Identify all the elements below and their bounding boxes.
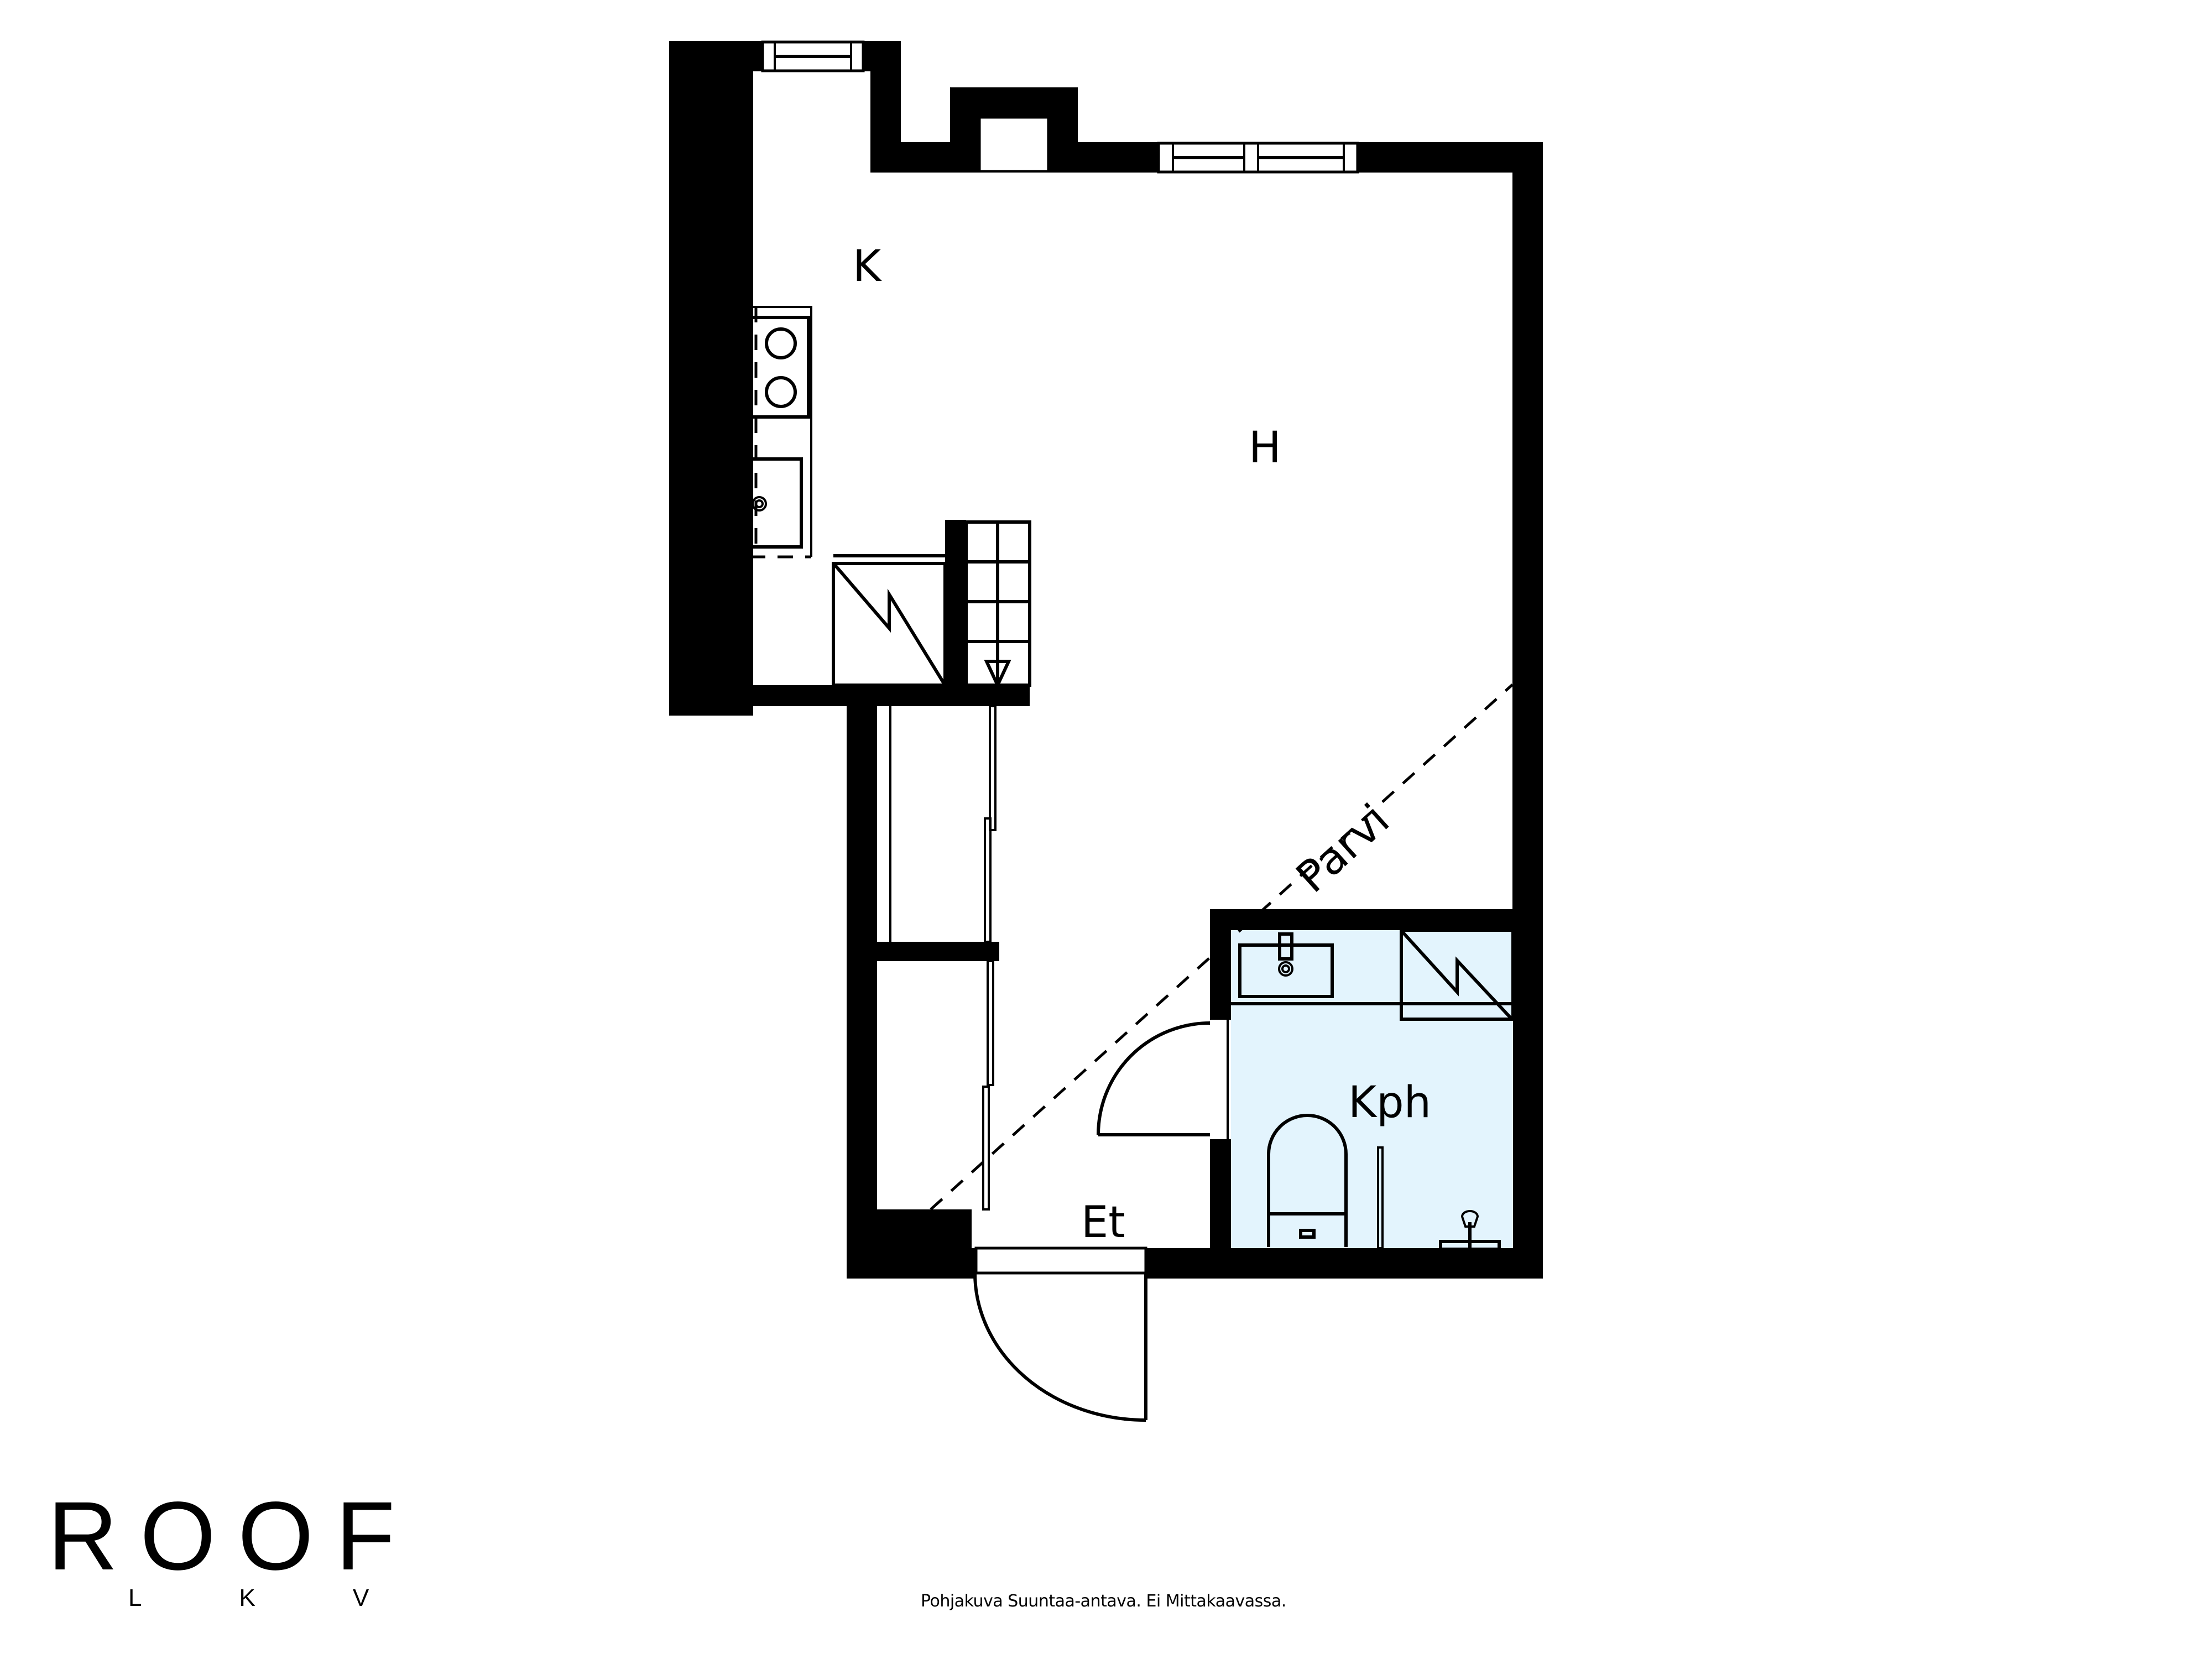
brand-logo: ROOF	[48, 1482, 418, 1590]
bathroom-door[interactable]	[1097, 1020, 1229, 1139]
fridge-icon	[832, 554, 947, 687]
room-label-bathroom: Kph	[1348, 1078, 1431, 1128]
stairs-icon	[964, 520, 1031, 690]
room-label-kitchen: K	[853, 242, 882, 291]
shower-screen	[1377, 1146, 1384, 1249]
loft-label: Parvi	[1287, 795, 1399, 902]
disclaimer-note: Pohjakuva Suuntaa-antava. Ei Mittakaavas…	[921, 1592, 1286, 1611]
entrance-door[interactable]	[973, 1246, 1147, 1422]
room-label-entrance: Et	[1081, 1198, 1125, 1248]
stove-icon	[701, 316, 810, 419]
kitchen-counter	[700, 306, 812, 559]
bathroom-floor	[1231, 930, 1513, 1248]
kitchen-sink-icon	[706, 457, 803, 549]
toilet-icon	[1267, 1114, 1348, 1247]
room-label-living-room: H	[1249, 423, 1281, 473]
brand-logo-subtitle: LKV	[128, 1584, 467, 1611]
bathroom-heater-icon	[1400, 928, 1515, 1021]
bathroom-sink-icon	[1231, 932, 1513, 1005]
loft-outline	[930, 684, 1514, 1211]
shower-faucet-icon	[1439, 1210, 1501, 1251]
window-kitchen	[761, 40, 865, 72]
walls	[669, 41, 1543, 1279]
closet-doors	[889, 705, 997, 1211]
window-living-room	[1157, 142, 1359, 174]
